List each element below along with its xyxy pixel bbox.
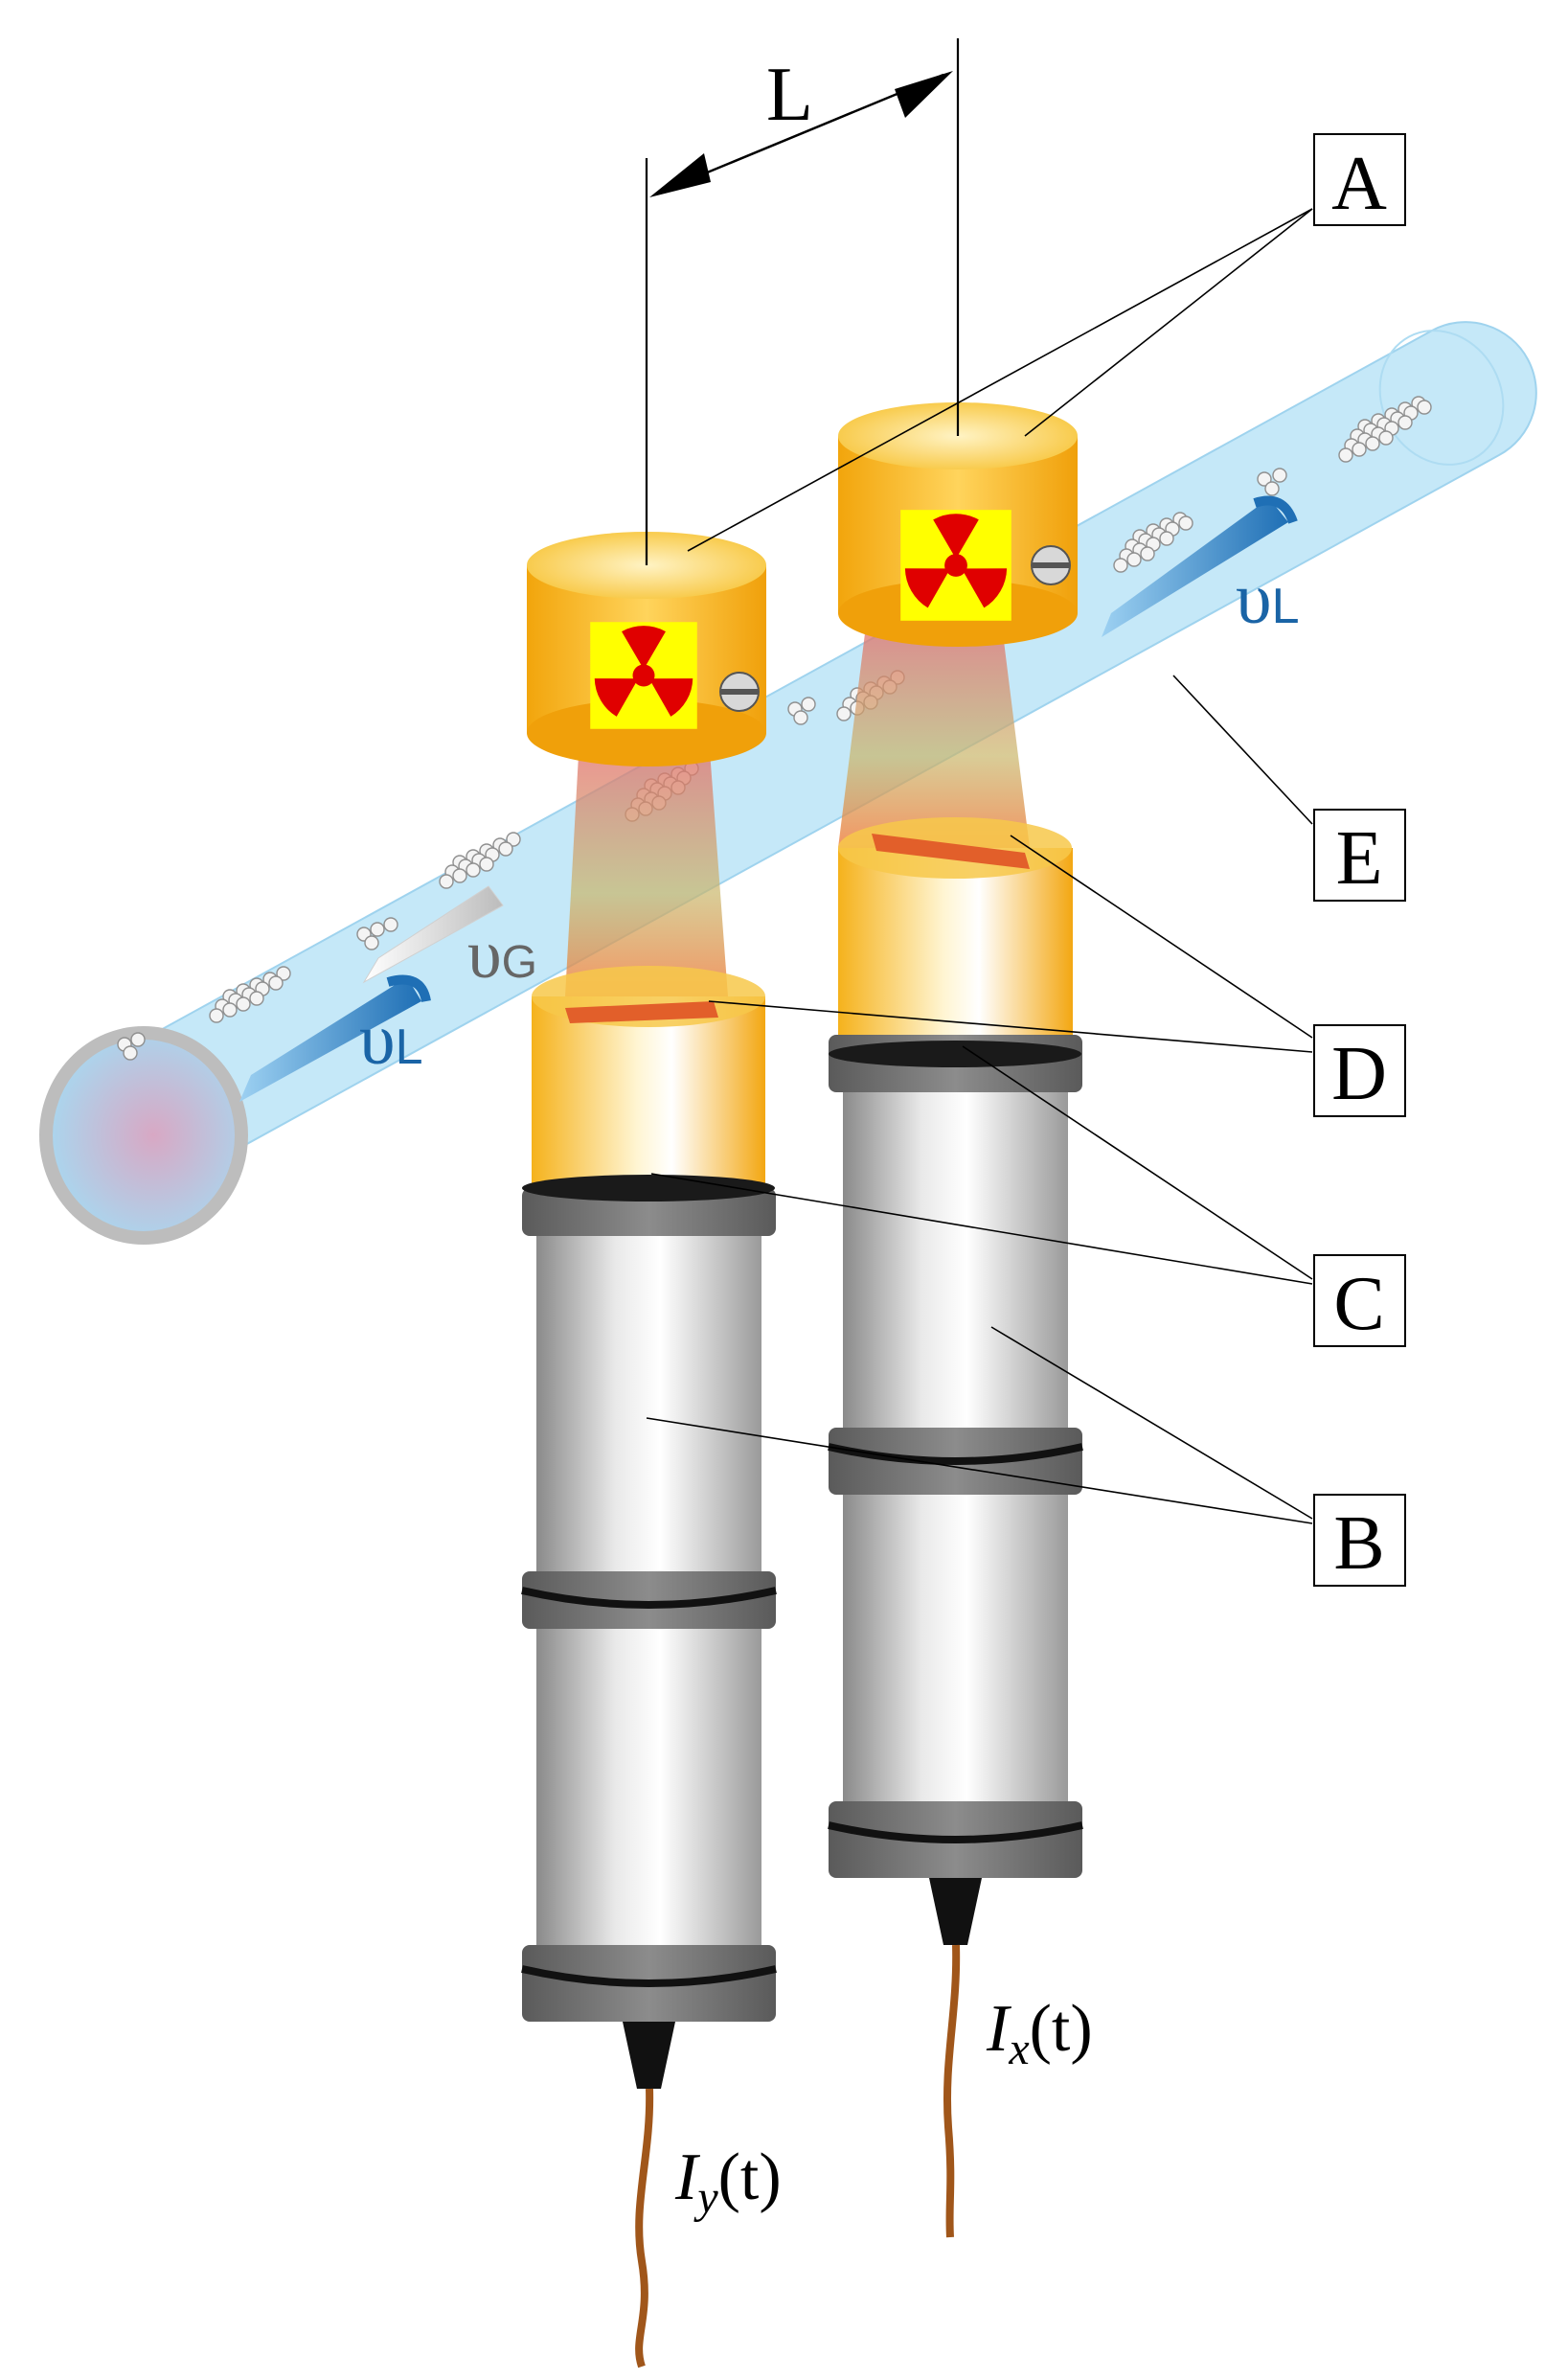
label-box-d: D [1313, 1024, 1406, 1117]
detector-tube [521, 1175, 777, 2089]
scintillator [532, 966, 765, 1188]
radiation-trefoil-icon [589, 622, 698, 729]
radiation-trefoil-icon [899, 510, 1012, 621]
svg-text:E: E [1336, 816, 1383, 901]
velocity-liquid-label-right: υL [1236, 559, 1300, 639]
velocity-gas-label: υG [467, 916, 537, 993]
signal-x-label: Ix(t) [986, 1992, 1093, 2074]
screw-icon [719, 672, 760, 712]
probe-right [828, 402, 1083, 2238]
probe-left [521, 532, 777, 2369]
pipe-inlet-end [39, 1026, 248, 1245]
velocity-arrow-gas-icon [362, 885, 504, 984]
svg-text:D: D [1331, 1032, 1387, 1116]
velocity-arrow-icon [1102, 495, 1298, 637]
signal-cable [635, 2088, 654, 2369]
leader-lines [646, 208, 1313, 1524]
distance-dimension: L [645, 38, 960, 565]
radiation-beam [838, 618, 1030, 848]
velocity-arrow-liquid-icon [239, 974, 431, 1102]
source-housing [527, 532, 766, 767]
signal-y-label: Iy(t) [674, 2140, 782, 2223]
svg-text:C: C [1333, 1262, 1384, 1346]
scintillator [838, 817, 1073, 1049]
detector-tube [828, 1035, 1083, 1945]
screw-icon [1031, 545, 1071, 585]
label-box-c: C [1313, 1254, 1406, 1347]
pipe [39, 321, 1537, 1245]
label-box-a: A [1313, 133, 1406, 226]
label-box-e: E [1313, 809, 1406, 902]
svg-text:A: A [1331, 142, 1387, 226]
label-box-b: B [1313, 1494, 1406, 1587]
distance-label: L [766, 53, 813, 137]
collimator-slit [565, 1001, 718, 1023]
svg-text:B: B [1333, 1501, 1384, 1586]
radiation-beam [565, 738, 728, 996]
velocity-liquid-label-left: υL [359, 999, 423, 1080]
source-housing [838, 402, 1078, 647]
collimator-slit [872, 834, 1030, 869]
signal-cable [943, 1944, 961, 2238]
